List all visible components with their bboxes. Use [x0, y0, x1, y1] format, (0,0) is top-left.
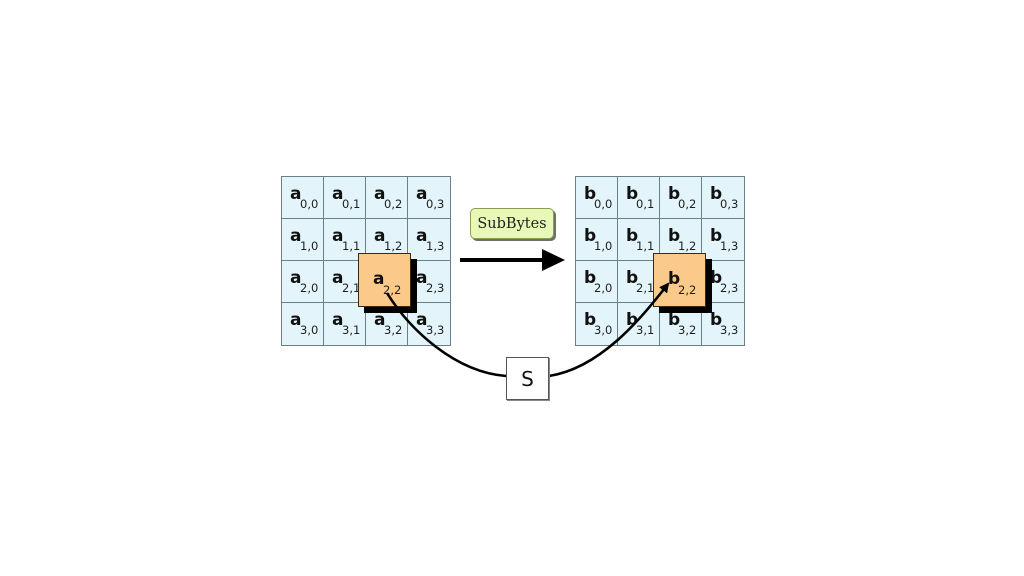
- cell-index: 0,2: [678, 197, 697, 211]
- cell-index: 2,0: [300, 281, 319, 295]
- cell-index: 3,0: [594, 323, 613, 337]
- cell-index: 2,3: [426, 281, 445, 295]
- cell-symbol: b: [584, 268, 597, 288]
- cell-symbol: a: [416, 268, 428, 288]
- cell-symbol: a: [290, 268, 302, 288]
- sbox-input-curve: [385, 292, 507, 378]
- cell-index: 0,1: [342, 197, 361, 211]
- cell-symbol: a: [374, 184, 386, 204]
- cell-index: 3,2: [678, 323, 697, 337]
- cell-symbol: b: [584, 310, 597, 330]
- cell-symbol: b: [710, 184, 723, 204]
- cell-index: 1,1: [342, 239, 361, 253]
- input-highlighted-cell: a 2,2: [358, 253, 411, 307]
- cell-index: 3,1: [636, 323, 655, 337]
- cell-index: 1,0: [594, 239, 613, 253]
- cell-symbol: a: [332, 184, 344, 204]
- sbox-output-curve: [548, 282, 670, 378]
- cell-symbol: a: [416, 226, 428, 246]
- cell-index: 0,0: [594, 197, 613, 211]
- cell-symbol: b: [668, 269, 681, 289]
- cell-index: 3,3: [426, 323, 445, 337]
- cell-symbol: b: [668, 184, 681, 204]
- cell-symbol: a: [332, 310, 344, 330]
- cell-symbol: b: [668, 226, 681, 246]
- cell-index: 3,2: [384, 323, 403, 337]
- cell-symbol: a: [374, 226, 386, 246]
- cell-symbol: b: [626, 268, 639, 288]
- cell-index: 2,1: [636, 281, 655, 295]
- cell-index: 3,3: [720, 323, 739, 337]
- cell-symbol: a: [332, 268, 344, 288]
- cell-index: 2,2: [678, 283, 697, 297]
- output-highlighted-cell: b 2,2: [653, 253, 706, 307]
- cell-symbol: a: [374, 310, 386, 330]
- cell-index: 1,3: [426, 239, 445, 253]
- cell-index: 2,1: [342, 281, 361, 295]
- cell-index: 0,3: [426, 197, 445, 211]
- operation-arrowhead: [542, 249, 565, 271]
- cell-symbol: a: [290, 184, 302, 204]
- cell-symbol: a: [416, 310, 428, 330]
- cell-symbol: a: [332, 226, 344, 246]
- cell-index: 1,2: [384, 239, 403, 253]
- sbox-box: S: [506, 357, 549, 400]
- cell-symbol: b: [710, 268, 723, 288]
- cell-index: 1,1: [636, 239, 655, 253]
- cell-index: 0,3: [720, 197, 739, 211]
- cell-symbol: a: [416, 184, 428, 204]
- cell-index: 2,3: [720, 281, 739, 295]
- cell-index: 0,2: [384, 197, 403, 211]
- cell-symbol: b: [626, 184, 639, 204]
- cell-index: 0,1: [636, 197, 655, 211]
- cell-symbol: b: [584, 226, 597, 246]
- cell-index: 1,2: [678, 239, 697, 253]
- cell-symbol: b: [584, 184, 597, 204]
- cell-symbol: b: [626, 310, 639, 330]
- cell-symbol: a: [290, 310, 302, 330]
- cell-index: 0,0: [300, 197, 319, 211]
- cell-index: 2,0: [594, 281, 613, 295]
- cell-index: 1,3: [720, 239, 739, 253]
- cell-index: 1,0: [300, 239, 319, 253]
- cell-symbol: b: [710, 310, 723, 330]
- cell-index: 3,1: [342, 323, 361, 337]
- cell-index: 3,0: [300, 323, 319, 337]
- cell-symbol: a: [290, 226, 302, 246]
- cell-symbol: a: [373, 269, 385, 289]
- cell-symbol: b: [710, 226, 723, 246]
- subbytes-label: SubBytes: [470, 208, 554, 239]
- cell-symbol: b: [626, 226, 639, 246]
- cell-symbol: b: [668, 310, 681, 330]
